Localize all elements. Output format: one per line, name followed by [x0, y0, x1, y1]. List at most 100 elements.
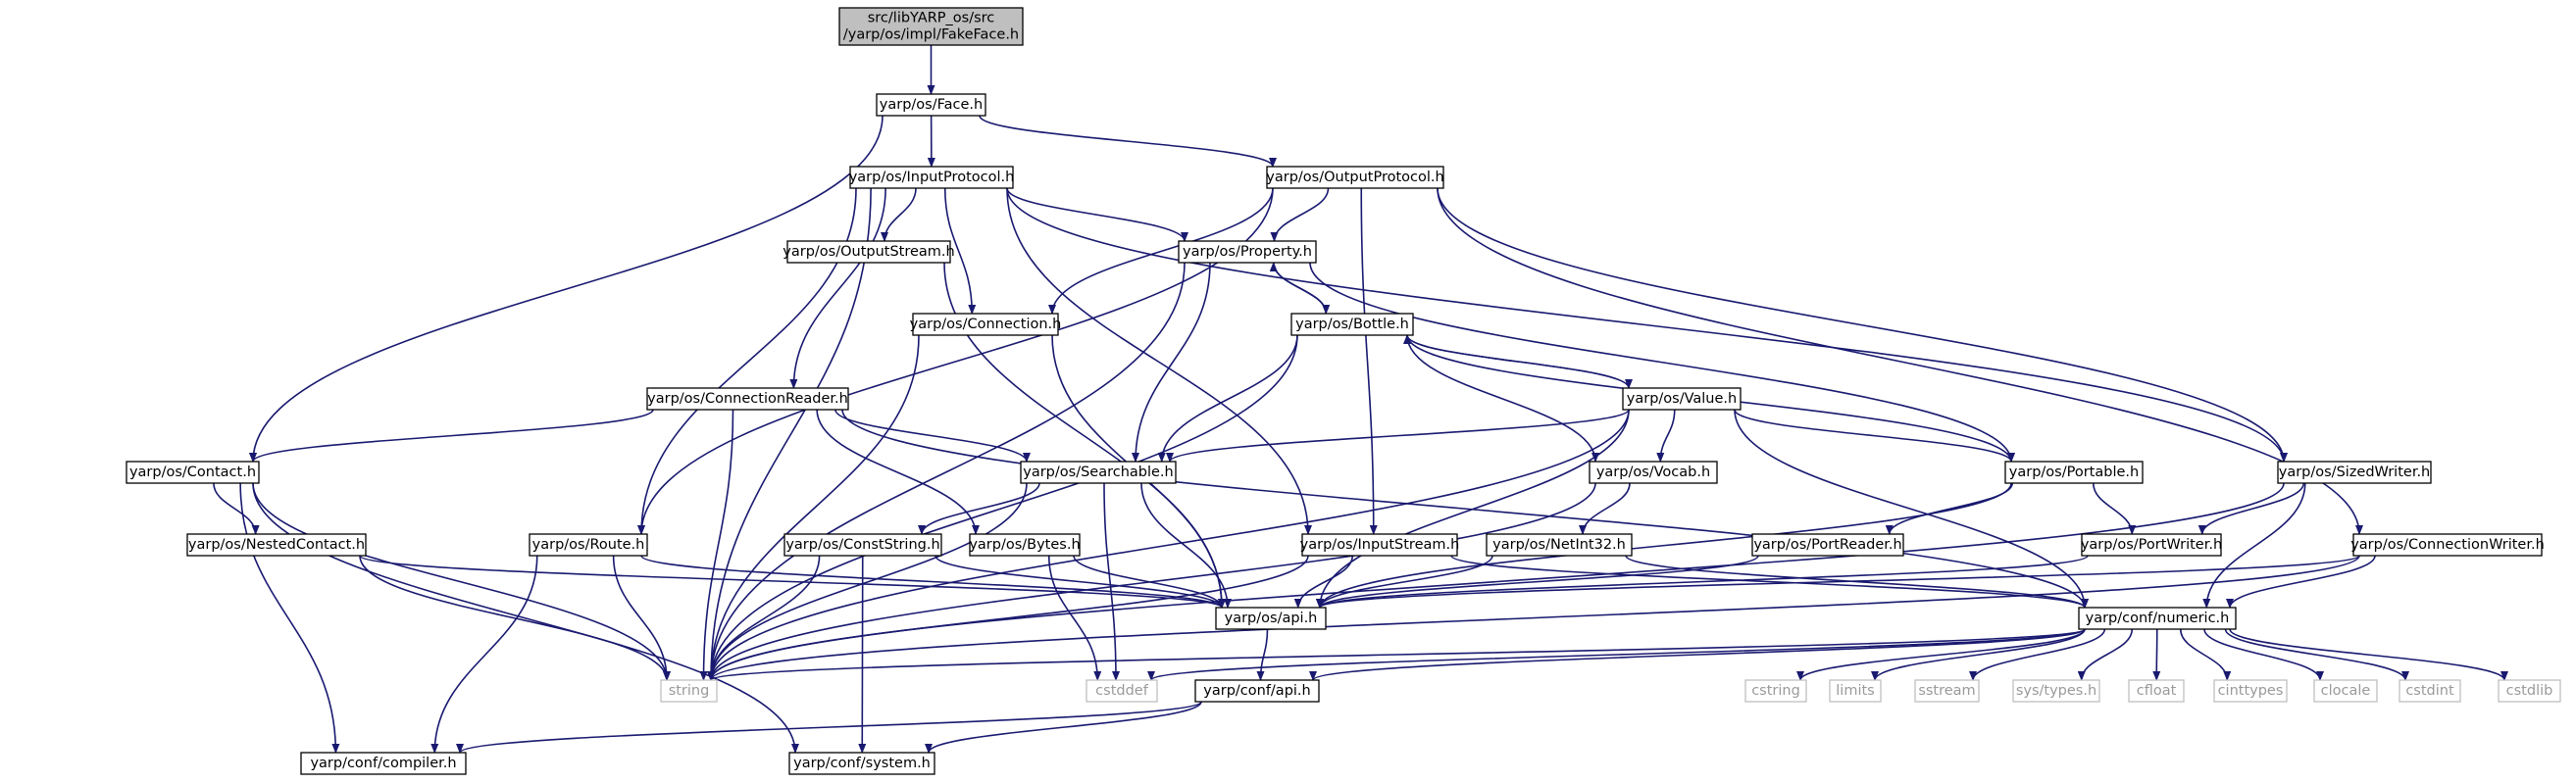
edge-contact-to-compiler [239, 482, 340, 754]
node-yarp-os-property-h[interactable]: yarp/os/Property.h [1178, 240, 1317, 264]
node-label: yarp/os/Face.h [880, 97, 983, 113]
node-yarp-os-netint32-h[interactable]: yarp/os/NetInt32.h [1486, 533, 1633, 557]
node-yarp-os-contact-h[interactable]: yarp/os/Contact.h [126, 461, 260, 484]
node-label: yarp/conf/system.h [793, 756, 931, 771]
node-box [786, 240, 951, 264]
node-limits[interactable]: limits [1829, 679, 1882, 703]
node-label: yarp/os/api.h [1225, 611, 1318, 626]
node-yarp-os-outputstream-h[interactable]: yarp/os/OutputStream.h [783, 240, 955, 264]
node-yarp-os-portable-h[interactable]: yarp/os/Portable.h [2004, 461, 2144, 484]
edge-property-to-string [707, 262, 1186, 681]
node-box [2277, 461, 2432, 484]
node-label: src/libYARP_os/src [868, 11, 995, 26]
edge-bottle-to-vocab [1406, 334, 1599, 463]
node-box [1589, 461, 1718, 484]
dependency-edges [213, 45, 2508, 754]
node-label: yarp/os/Property.h [1183, 244, 1312, 260]
node-cstdlib[interactable]: cstdlib [2498, 679, 2561, 703]
node-yarp-os-inputprotocol-h[interactable]: yarp/os/InputProtocol.h [849, 166, 1015, 189]
node-box [300, 752, 467, 775]
edge-contact-to-string [252, 482, 671, 681]
node-yarp-os-portwriter-h[interactable]: yarp/os/PortWriter.h [2081, 533, 2222, 557]
edge-face-to-contact [249, 115, 884, 463]
node-label: yarp/os/ConstString.h [785, 537, 939, 553]
node-sstream[interactable]: sstream [1914, 679, 1980, 703]
node-yarp-os-conststring-h[interactable]: yarp/os/ConstString.h [783, 533, 942, 557]
node-label: sstream [1918, 683, 1975, 699]
node-cfloat[interactable]: cfloat [2128, 679, 2185, 703]
edge-nestedcontact-to-string [359, 555, 671, 681]
node-yarp-os-connectionreader-h[interactable]: yarp/os/ConnectionReader.h [646, 387, 849, 411]
edge-contact-to-system [252, 482, 799, 754]
dependency-nodes: src/libYARP_os/src/yarp/os/impl/FakeFace… [126, 7, 2561, 775]
node-cstring[interactable]: cstring [1744, 679, 1807, 703]
edge-vocab-to-netint32 [1579, 482, 1631, 535]
node-yarp-os-route-h[interactable]: yarp/os/Route.h [529, 533, 648, 557]
node-yarp-os-outputprotocol-h[interactable]: yarp/os/OutputProtocol.h [1266, 166, 1444, 189]
edge-numeric-to-clocale [2203, 628, 2324, 681]
edge-connection-to-string [707, 334, 920, 681]
node-yarp-os-value-h[interactable]: yarp/os/Value.h [1622, 387, 1742, 411]
edge-osapi-to-confapi [1256, 628, 1269, 681]
node-yarp-os-face-h[interactable]: yarp/os/Face.h [876, 93, 986, 117]
node-box [2498, 679, 2561, 703]
edge-route-to-osapi [640, 555, 1226, 609]
node-sys-types-h[interactable]: sys/types.h [2012, 679, 2100, 703]
edge-outproto-to-property [1270, 187, 1330, 242]
edge-property-to-portable [1309, 262, 2015, 463]
node-box [1086, 679, 1158, 703]
node-yarp-os-vocab-h[interactable]: yarp/os/Vocab.h [1589, 461, 1718, 484]
edge-connreader-to-numeric [841, 409, 2089, 609]
node-box [2399, 679, 2461, 703]
node-yarp-os-bottle-h[interactable]: yarp/os/Bottle.h [1290, 313, 1414, 336]
node-yarp-os-nestedcontact-h[interactable]: yarp/os/NestedContact.h [186, 533, 367, 557]
node-clocale[interactable]: clocale [2313, 679, 2378, 703]
edge-numeric-to-systypes [2077, 628, 2134, 681]
node-string[interactable]: string [660, 679, 718, 703]
node-yarp-os-inputstream-h[interactable]: yarp/os/InputStream.h [1300, 533, 1460, 557]
node-cstdint[interactable]: cstdint [2399, 679, 2461, 703]
node-box [126, 461, 260, 484]
edge-route-to-string [612, 555, 671, 681]
edge-connreader-to-bytes [816, 409, 980, 535]
node-box [1744, 679, 1807, 703]
node-yarp-os-bytes-h[interactable]: yarp/os/Bytes.h [969, 533, 1081, 557]
edge-face-to-outproto [979, 115, 1277, 168]
edge-connwriter-to-osapi [1316, 555, 2360, 609]
node-label: yarp/os/OutputProtocol.h [1266, 170, 1443, 185]
node-box [1914, 679, 1980, 703]
edge-connreader-to-string [699, 409, 734, 681]
node-label: yarp/os/OutputStream.h [783, 244, 954, 260]
node-yarp-os-connectionwriter-h[interactable]: yarp/os/ConnectionWriter.h [2350, 533, 2545, 557]
node-label: yarp/os/Portable.h [2009, 465, 2139, 480]
node-src-libyarp-os-src-yarp-os-impl-fakeface-h[interactable]: src/libYARP_os/src/yarp/os/impl/FakeFace… [838, 7, 1024, 46]
node-cstddef[interactable]: cstddef [1086, 679, 1158, 703]
node-label: yarp/conf/compiler.h [310, 756, 456, 771]
node-yarp-os-sizedwriter-h[interactable]: yarp/os/SizedWriter.h [2277, 461, 2432, 484]
node-label: yarp/os/Bytes.h [969, 537, 1080, 553]
node-yarp-conf-system-h[interactable]: yarp/conf/system.h [788, 752, 935, 775]
edge-numeric-to-string [707, 628, 2086, 681]
node-label: yarp/conf/api.h [1203, 683, 1310, 699]
node-cinttypes[interactable]: cinttypes [2213, 679, 2288, 703]
node-box [646, 387, 849, 411]
edge-searchable-to-cstddef [1103, 482, 1120, 681]
node-yarp-os-connection-h[interactable]: yarp/os/Connection.h [910, 313, 1062, 336]
edge-connreader-to-contact [249, 409, 654, 463]
node-yarp-os-searchable-h[interactable]: yarp/os/Searchable.h [1020, 461, 1177, 484]
edge-portable-to-portwriter [2092, 482, 2137, 535]
node-yarp-conf-api-h[interactable]: yarp/conf/api.h [1194, 679, 1320, 703]
edge-conststring-to-string [707, 555, 821, 681]
node-box [2012, 679, 2100, 703]
node-yarp-os-portreader-h[interactable]: yarp/os/PortReader.h [1751, 533, 1904, 557]
node-yarp-os-api-h[interactable]: yarp/os/api.h [1215, 607, 1327, 630]
node-box [1020, 461, 1177, 484]
node-label: yarp/os/SizedWriter.h [2279, 465, 2431, 480]
node-box [2352, 533, 2543, 557]
edge-searchable-to-string [707, 482, 1028, 681]
node-box [849, 166, 1014, 189]
node-box [2313, 679, 2378, 703]
node-box [1301, 533, 1458, 557]
node-yarp-conf-numeric-h[interactable]: yarp/conf/numeric.h [2078, 607, 2237, 630]
node-yarp-conf-compiler-h[interactable]: yarp/conf/compiler.h [300, 752, 467, 775]
